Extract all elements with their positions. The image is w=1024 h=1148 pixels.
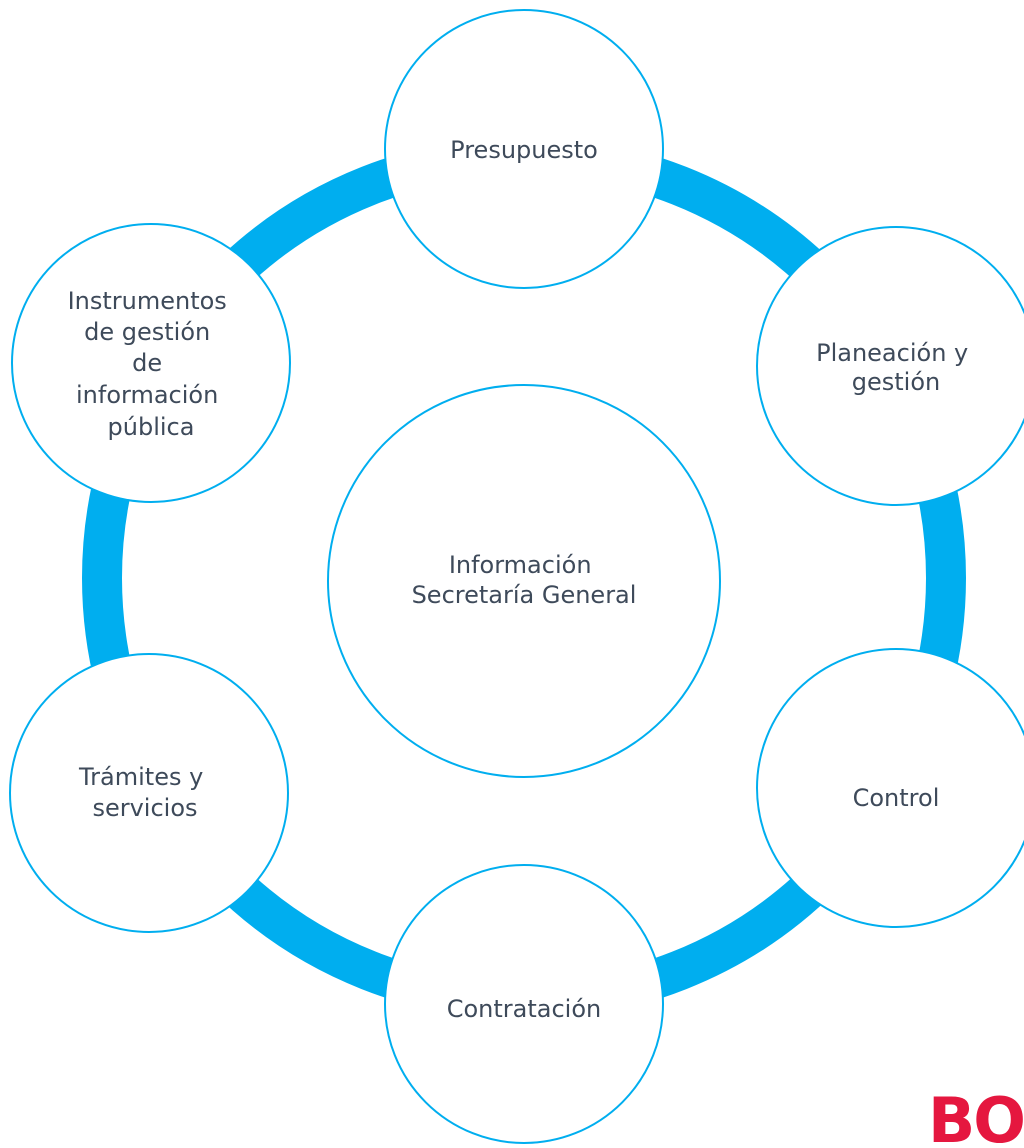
node-instrumentos-label: Instrumentos de gestión de información p…: [68, 287, 235, 441]
center-label-line-1: Información: [449, 551, 592, 579]
node-tramites-label: Trámites y servicios: [78, 763, 211, 822]
node-instrumentos-line-1: Instrumentos: [68, 287, 227, 315]
node-presupuesto-circle: [384, 9, 664, 289]
node-tramites-line-2: servicios: [92, 794, 197, 822]
node-planeacion: Planeación y gestión: [756, 226, 1024, 506]
node-presupuesto-line-1: Presupuesto: [450, 136, 598, 164]
node-planeacion-line-2: gestión: [852, 368, 940, 396]
node-presupuesto: Presupuesto: [384, 9, 664, 289]
node-planeacion-circle: [756, 226, 1024, 506]
node-control-circle: [756, 648, 1024, 928]
node-contratacion-label: Contratación: [447, 995, 602, 1023]
node-control-label: Control: [853, 784, 940, 812]
center-circle: [327, 384, 721, 778]
node-instrumentos-line-3: de: [132, 349, 162, 377]
center-label: Información Secretaría General: [412, 551, 637, 609]
node-contratacion-line-1: Contratación: [447, 995, 602, 1023]
node-presupuesto-label: Presupuesto: [450, 136, 598, 164]
node-planeacion-label: Planeación y gestión: [816, 339, 976, 396]
node-tramites: Trámites y servicios: [9, 653, 289, 933]
node-instrumentos-circle: [11, 223, 291, 503]
brand-logo: BOG: [928, 1084, 1024, 1148]
node-contratacion-circle: [384, 864, 664, 1144]
center-node: Información Secretaría General: [327, 384, 721, 778]
node-instrumentos-line-5: pública: [108, 413, 195, 441]
node-planeacion-line-1: Planeación y: [816, 339, 968, 367]
node-control: Control: [756, 648, 1024, 928]
node-tramites-line-1: Trámites y: [78, 763, 203, 791]
node-instrumentos-line-2: de gestión: [84, 318, 210, 346]
center-label-line-2: Secretaría General: [412, 581, 637, 609]
node-contratacion: Contratación: [384, 864, 664, 1144]
node-tramites-circle: [9, 653, 289, 933]
node-control-line-1: Control: [853, 784, 940, 812]
node-instrumentos: Instrumentos de gestión de información p…: [11, 223, 291, 503]
node-instrumentos-line-4: información: [76, 381, 218, 409]
